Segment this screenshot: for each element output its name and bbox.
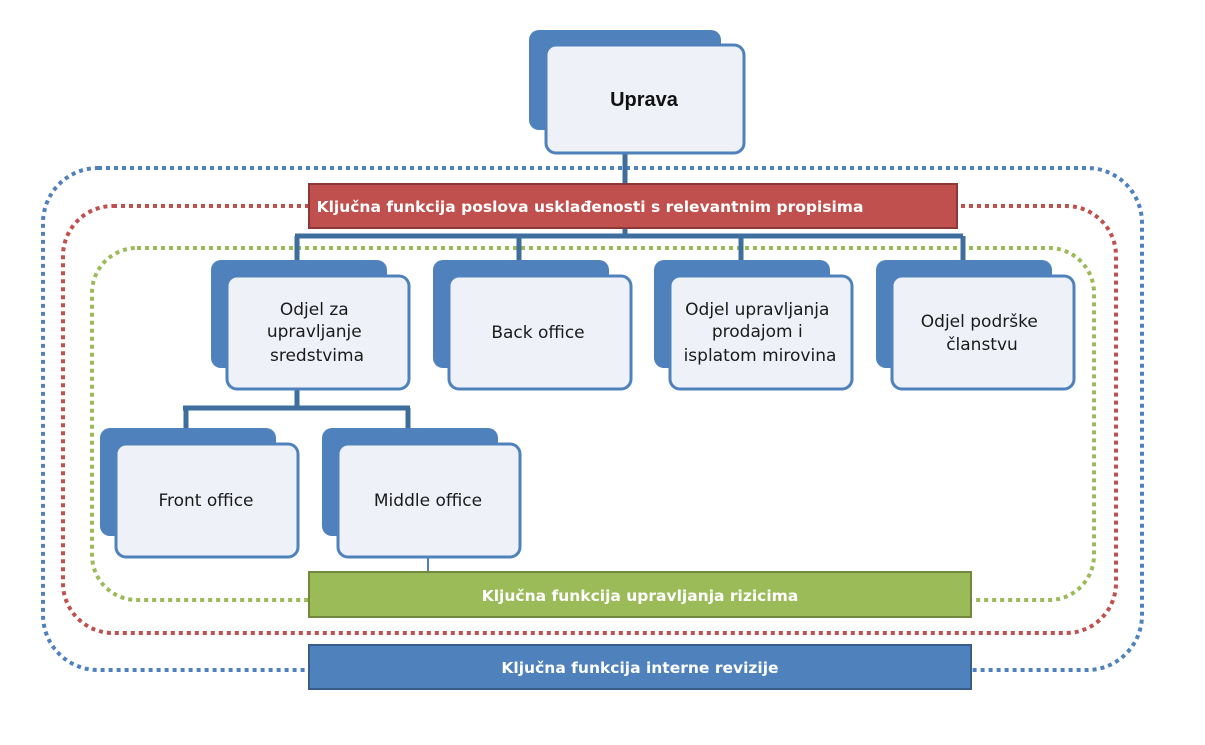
node-member-support: Odjel podrške članstvu <box>876 260 1076 391</box>
audit-bar-rect <box>308 644 972 690</box>
node-pension-sales: Odjel upravljanja prodajom i isplatom mi… <box>654 260 854 391</box>
node-back-office: Back office <box>433 260 633 391</box>
node-uprava-label: Uprava <box>610 89 679 111</box>
node-front-office: Front office <box>100 428 300 559</box>
node-front-office-label: Front office <box>158 491 253 511</box>
audit-function-bar: Ključna funkcija interne revizije <box>308 644 972 690</box>
node-middle-office-front <box>336 442 522 559</box>
compliance-bar-rect <box>308 183 958 229</box>
node-front-office-front <box>114 442 300 559</box>
node-back-office-label: Back office <box>491 323 584 343</box>
risk-function-bar: Ključna funkcija upravljanja rizicima <box>308 571 972 618</box>
node-pension-sales-label: Odjel upravljanja prodajom i isplatom mi… <box>684 300 837 366</box>
audit-bar-label: Ključna funkcija interne revizije <box>501 659 778 677</box>
node-asset-management-front <box>225 274 411 391</box>
node-asset-management-label: Odjel za upravljanje sredstvima <box>267 300 367 366</box>
risk-bar-label: Ključna funkcija upravljanja rizicima <box>482 587 799 605</box>
node-asset-management: Odjel za upravljanje sredstvima <box>211 260 411 391</box>
compliance-boundary <box>61 204 1118 635</box>
compliance-bar-label: Ključna funkcija poslova usklađenosti s … <box>317 198 864 216</box>
risk-bar-rect <box>308 571 972 618</box>
node-middle-office-label: Middle office <box>374 491 482 511</box>
node-middle-office: Middle office <box>322 428 522 559</box>
node-uprava: Uprava <box>529 30 746 155</box>
node-back-office-front <box>447 274 633 391</box>
node-member-support-label: Odjel podrške članstvu <box>921 312 1043 355</box>
compliance-function-bar: Ključna funkcija poslova usklađenosti s … <box>308 183 958 229</box>
node-uprava-front <box>544 43 746 155</box>
node-member-support-front <box>890 274 1076 391</box>
node-pension-sales-front <box>668 274 854 391</box>
